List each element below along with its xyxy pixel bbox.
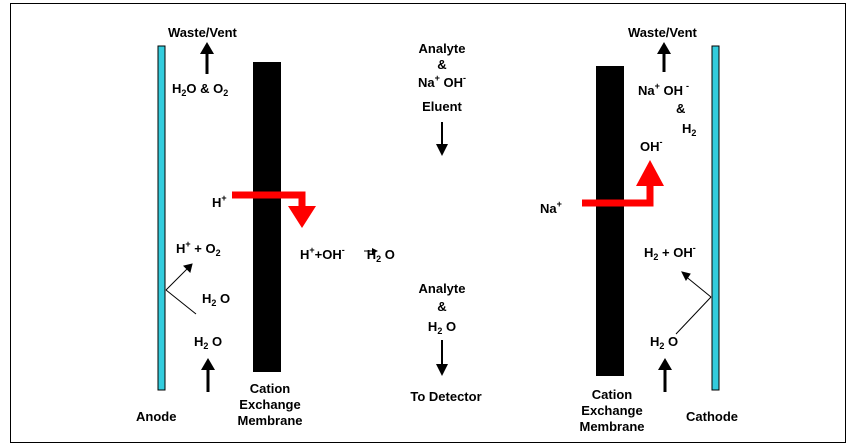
center-analyte-bottom: Analyte (418, 281, 466, 296)
left-h-plus-sign: + (221, 193, 227, 203)
right-na-oh: Na+ OH- (638, 81, 690, 98)
cathode-label: Cathode (686, 409, 738, 424)
center-water-label: H2 O (428, 320, 456, 336)
anode-h-plus: + (185, 239, 191, 249)
right-water-inlet-label: H2 O (650, 335, 678, 351)
left-membrane-label-line1: Cation (249, 381, 291, 396)
cathode-plus-oh: + OH (658, 245, 693, 260)
anode-water-h: H (202, 291, 212, 306)
diagram-frame (10, 3, 846, 443)
to-detector-label: To Detector (410, 389, 482, 404)
right-membrane-label-line3: Membrane (579, 419, 645, 434)
anode-h: H (176, 241, 186, 256)
cathode-electrode (711, 45, 720, 391)
left-gas-o-and: O & O (186, 81, 224, 96)
right-oh-minus: - (686, 81, 690, 91)
left-water-inlet-label: H2 O (194, 335, 222, 351)
right-membrane (596, 66, 624, 376)
right-h2-h: H (682, 121, 692, 136)
right-oh-label-minus: - (659, 137, 663, 147)
left-h-plus-h: H (212, 195, 222, 210)
neut-oh: OH (322, 247, 342, 262)
center-water-h: H (427, 319, 438, 334)
right-inlet-h: H (650, 334, 660, 349)
right-na-plus: + (654, 81, 660, 91)
center-water-sub: 2 (437, 326, 443, 336)
neut-h2-sub: 2 (376, 254, 382, 264)
cathode-oh-minus: - (692, 243, 696, 253)
right-oh-minus-label: OH- (640, 137, 663, 154)
right-inlet-o: O (664, 334, 679, 349)
anode-o2-sub: 2 (215, 248, 221, 258)
anode-water-label: H2 O (202, 292, 230, 308)
center-amp-top: & (437, 57, 447, 72)
left-h-plus-label: H+ (212, 193, 227, 210)
left-waste-vent-label: Waste/Vent (168, 25, 237, 40)
right-na-label: Na (540, 201, 557, 216)
neut-plus: + (314, 247, 323, 262)
center-analyte-top: Analyte (418, 41, 466, 56)
center-na-oh: Na+ OH- (417, 73, 467, 90)
center-oh-minus: - (463, 73, 467, 83)
cathode-h-sub: 2 (653, 252, 659, 262)
right-inlet-sub: 2 (659, 341, 665, 351)
left-inlet-o: O (208, 334, 223, 349)
center-na: Na (417, 75, 435, 90)
center-water-o: O (442, 319, 457, 334)
neut-h: H (300, 247, 310, 262)
cathode-h2-oh-label: H2 + OH- (644, 244, 696, 262)
anode-electrode (157, 45, 166, 391)
neut-oh-minus: - (341, 245, 345, 255)
neut-h2: H (366, 247, 377, 262)
cathode-reaction-lines (675, 271, 712, 335)
center-amp-bottom: & (437, 299, 447, 314)
right-vent-arrow (657, 42, 671, 72)
right-membrane-label-line2: Exchange (581, 403, 643, 418)
anode-label: Anode (136, 409, 177, 424)
right-h2-sub: 2 (691, 128, 697, 138)
detector-flow-arrow (436, 340, 448, 376)
right-amp: & (676, 101, 686, 116)
left-gas-products: H2O & O2 (172, 82, 228, 98)
anode-o: + O (190, 241, 216, 256)
left-vent-arrow (200, 42, 214, 74)
right-na: Na (638, 83, 655, 98)
anode-water-sub: 2 (211, 298, 217, 308)
left-inlet-h: H (194, 334, 204, 349)
right-oh: OH (659, 83, 684, 98)
right-water-inlet-arrow (658, 358, 672, 392)
right-waste-vent-label: Waste/Vent (628, 25, 697, 40)
neutralization-equation: H++OH-H2 O (300, 246, 395, 264)
right-na-label-plus: + (556, 199, 562, 209)
neut-h-plus: + (309, 245, 315, 255)
sodium-transport-arrow (582, 160, 664, 207)
anode-reaction-lines (165, 263, 197, 315)
left-inlet-sub: 2 (203, 341, 209, 351)
left-gas-h-sub: 2 (181, 88, 187, 98)
center-eluent-label: Eluent (422, 99, 462, 114)
cathode-h: H (644, 245, 654, 260)
proton-transport-arrow (232, 191, 316, 228)
left-membrane (253, 62, 281, 372)
left-water-inlet-arrow (201, 358, 215, 392)
left-membrane-label-line2: Exchange (239, 397, 301, 412)
right-oh-label: OH (640, 139, 660, 154)
right-h2: H2 (682, 122, 696, 138)
eluent-flow-arrow (436, 122, 448, 156)
center-na-plus: + (434, 73, 440, 83)
left-gas-h: H (172, 81, 182, 96)
anode-water-o: O (216, 291, 231, 306)
left-membrane-label-line3: Membrane (237, 413, 303, 428)
anode-h-plus-o2-label: H+ + O2 (176, 240, 221, 258)
left-gas-o2-sub: 2 (223, 88, 229, 98)
right-na-plus-label: Na+ (540, 199, 562, 216)
center-oh: OH (439, 75, 464, 90)
neut-o: O (381, 247, 395, 262)
neutralization-arrow (364, 248, 378, 254)
right-membrane-label-line1: Cation (591, 387, 633, 402)
